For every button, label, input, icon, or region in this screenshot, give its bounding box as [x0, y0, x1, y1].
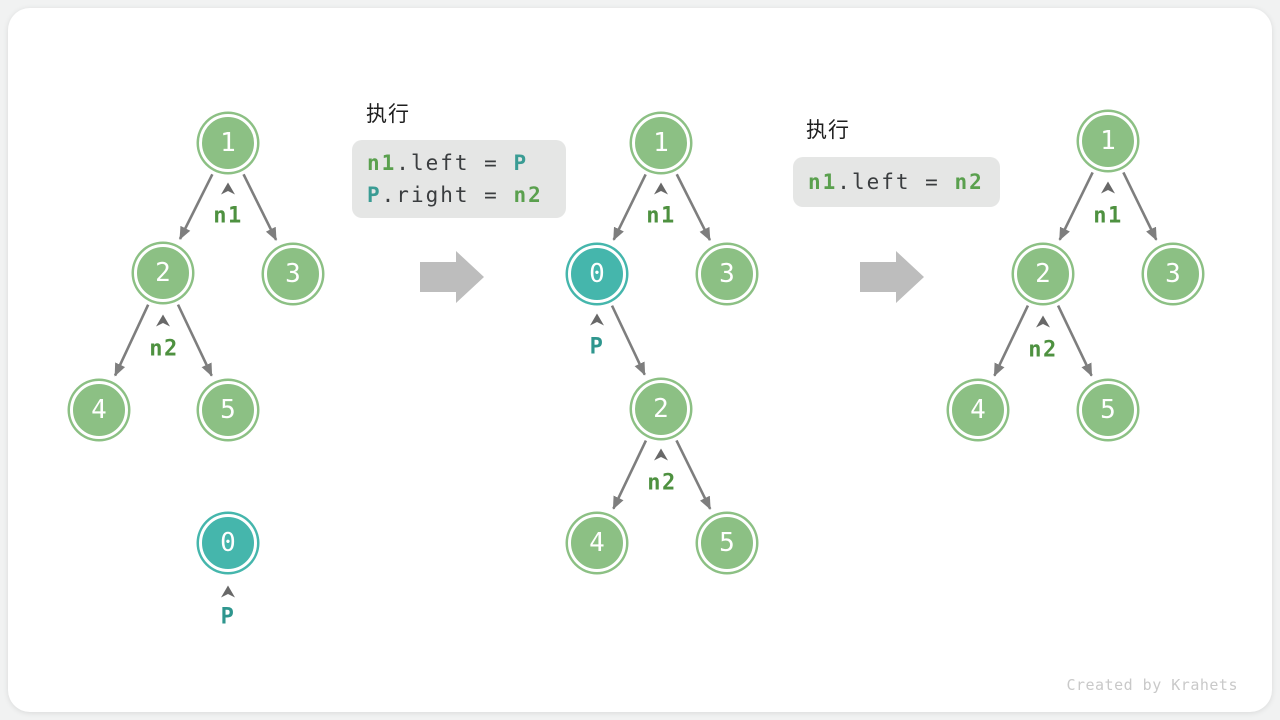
- up-caret-icon: [1101, 181, 1115, 194]
- code-token: n1: [367, 151, 397, 175]
- tree-node-2: 2: [134, 244, 192, 302]
- code-token: .right =: [381, 183, 514, 207]
- tree-edge-arrow: [610, 305, 646, 376]
- tree-edge-arrow: [612, 440, 648, 510]
- up-caret-icon: [221, 585, 235, 598]
- up-caret-icon: [654, 448, 668, 461]
- tree-node-3: 3: [698, 245, 756, 303]
- tree-edge-arrow: [612, 173, 647, 241]
- code-token: .left =: [396, 151, 514, 175]
- tree-node-4: 4: [949, 381, 1007, 439]
- tree-edge-arrow: [178, 173, 214, 240]
- code-block-2: n1.left = n2: [793, 157, 1000, 207]
- code-token: P: [513, 151, 529, 175]
- code-token: n2: [513, 183, 543, 207]
- tree-node-2: 2: [1014, 245, 1072, 303]
- up-caret-icon: [1036, 315, 1050, 328]
- tree-edge-arrow: [1058, 171, 1094, 241]
- up-caret-icon: [654, 182, 668, 195]
- tree-node-1: 1: [1079, 112, 1137, 170]
- pointer-label-n2: n2: [149, 336, 179, 362]
- code-line: n1.left = P: [367, 148, 566, 178]
- pointer-label-n2: n2: [647, 470, 677, 496]
- tree-node-3: 3: [264, 245, 322, 303]
- up-caret-icon: [221, 182, 235, 195]
- transition-arrow-icon: [420, 251, 484, 303]
- code-token: .left =: [837, 170, 955, 194]
- tree-edge-arrow: [242, 173, 278, 241]
- transition-arrow-icon: [860, 251, 924, 303]
- tree-node-2: 2: [632, 380, 690, 438]
- tree-node-5: 5: [1079, 381, 1137, 439]
- tree-edge-arrow: [1056, 305, 1093, 377]
- tree-node-0: 0: [568, 245, 626, 303]
- exec-header-1: 执行: [366, 103, 410, 126]
- code-token: P: [367, 183, 382, 207]
- tree-node-5: 5: [199, 381, 257, 439]
- tree-node-0: 0: [199, 514, 257, 572]
- pointer-label-n2: n2: [1028, 337, 1058, 363]
- code-line: n1.left = n2: [808, 167, 1000, 197]
- pointer-label-n1: n1: [213, 203, 243, 229]
- pointer-label-n1: n1: [646, 203, 676, 229]
- pointer-label-P: P: [589, 334, 605, 360]
- watermark: Created by Krahets: [1066, 676, 1238, 694]
- code-line: P.right = n2: [367, 180, 566, 210]
- tree-edge-arrow: [113, 304, 150, 377]
- up-caret-icon: [590, 313, 604, 326]
- code-token: n1: [808, 170, 838, 194]
- tree-edge-arrow: [1122, 171, 1158, 241]
- tree-node-4: 4: [70, 381, 128, 439]
- tree-node-5: 5: [698, 514, 756, 572]
- exec-header-2: 执行: [806, 119, 850, 142]
- tree-node-4: 4: [568, 514, 626, 572]
- tree-edge-arrow: [993, 305, 1030, 377]
- code-token: n2: [954, 170, 984, 194]
- tree-edge-arrow: [675, 173, 712, 241]
- tree-node-1: 1: [632, 114, 690, 172]
- pointer-label-P: P: [220, 604, 236, 630]
- pointer-label-n1: n1: [1093, 203, 1123, 229]
- tree-node-1: 1: [199, 114, 257, 172]
- up-caret-icon: [156, 314, 170, 327]
- tree-edge-arrow: [176, 304, 213, 377]
- tree-edge-arrow: [675, 439, 712, 510]
- tree-node-3: 3: [1144, 245, 1202, 303]
